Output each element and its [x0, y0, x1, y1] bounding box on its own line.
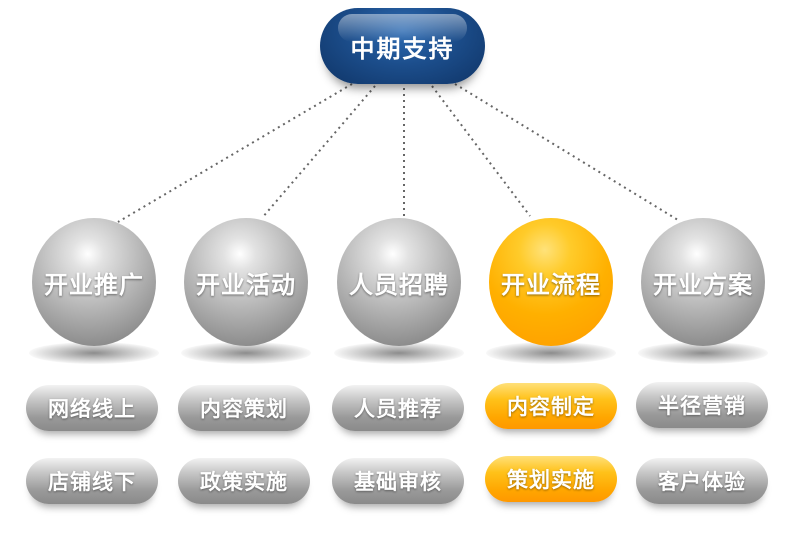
root-label: 中期支持 [350, 34, 455, 63]
sphere-shadow-2 [181, 342, 311, 364]
subitem-3-2: 基础审核 [332, 458, 464, 504]
subitem-5-2: 客户体验 [636, 458, 768, 504]
connector-line-2 [261, 85, 376, 219]
subitem-label-4-2: 策划实施 [507, 468, 595, 492]
subitem-label-3-2: 基础审核 [354, 470, 442, 494]
branch-node-2: 开业活动 [184, 218, 308, 346]
sphere-shadow-5 [638, 342, 768, 364]
subitem-label-5-1: 半径营销 [658, 394, 746, 418]
branch-label-5: 开业方案 [653, 270, 753, 299]
subitem-4-2: 策划实施 [485, 456, 617, 502]
sphere-shadow-3 [334, 342, 464, 364]
subitem-label-1-1: 网络线上 [48, 397, 136, 421]
root-node: 中期支持 [320, 8, 485, 84]
subitem-label-3-1: 人员推荐 [354, 397, 442, 421]
subitem-label-5-2: 客户体验 [658, 470, 746, 494]
subitem-3-1: 人员推荐 [332, 385, 464, 431]
subitem-2-2: 政策实施 [178, 458, 310, 504]
subitem-2-1: 内容策划 [178, 385, 310, 431]
branch-node-3: 人员招聘 [337, 218, 461, 346]
branch-node-5: 开业方案 [641, 218, 765, 346]
subitem-label-1-2: 店铺线下 [48, 470, 136, 494]
branch-label-2: 开业活动 [196, 270, 296, 299]
subitem-5-1: 半径营销 [636, 382, 768, 428]
subitem-1-1: 网络线上 [26, 385, 158, 431]
branch-node-1: 开业推广 [32, 218, 156, 346]
subitem-label-2-2: 政策实施 [200, 470, 288, 494]
branch-node-4: 开业流程 [489, 218, 613, 346]
branch-label-4: 开业流程 [501, 270, 601, 299]
subitem-label-4-1: 内容制定 [507, 395, 595, 419]
subitem-label-2-1: 内容策划 [200, 397, 288, 421]
branch-label-3: 人员招聘 [349, 270, 449, 299]
connector-line-4 [431, 85, 531, 217]
branch-label-1: 开业推广 [44, 270, 144, 299]
sphere-shadow-4 [486, 342, 616, 364]
connector-line-5 [454, 83, 679, 221]
subitem-4-1: 内容制定 [485, 383, 617, 429]
connector-line-1 [117, 83, 353, 223]
sphere-shadow-1 [29, 342, 159, 364]
subitem-1-2: 店铺线下 [26, 458, 158, 504]
